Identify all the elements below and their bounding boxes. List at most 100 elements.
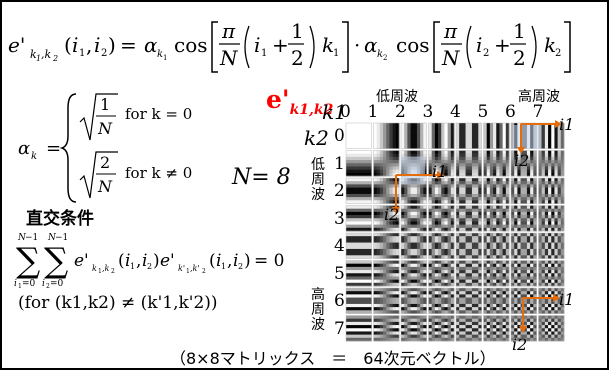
svg-text:1: 1 [221, 262, 226, 271]
i1-label-bottom-text: i1 [559, 290, 575, 309]
svg-text:∑: ∑ [44, 241, 68, 281]
alpha-case-zero: for k = 0 [125, 105, 193, 123]
svg-text:=: = [46, 138, 61, 159]
k1-tick-4: 4 [450, 102, 461, 122]
basis-cell [400, 260, 427, 287]
svg-text:k: k [544, 33, 556, 57]
svg-text:cos: cos [396, 33, 430, 57]
basis-cell [428, 177, 455, 204]
svg-text:i: i [42, 279, 45, 289]
i2-label-top: i2 [514, 151, 529, 170]
arrowhead-i2-bottom [519, 326, 527, 333]
svg-text:1: 1 [163, 54, 167, 62]
basis-cell [455, 287, 482, 314]
basis-cell [345, 205, 372, 232]
basis-cell [373, 177, 400, 204]
basis-cell [428, 205, 455, 232]
svg-text:,k': ,k' [190, 264, 200, 273]
svg-text:1: 1 [18, 283, 22, 290]
basis-cell [510, 150, 537, 177]
basis-cell [345, 232, 372, 259]
basis-cell [483, 177, 510, 204]
svg-text:1: 1 [333, 48, 339, 59]
k2-axis-label: k2 [304, 126, 329, 150]
i1-label-cell: i1 [432, 162, 447, 181]
k1-tick-0: 0 [340, 102, 351, 122]
svg-text:1: 1 [186, 268, 190, 275]
svg-text:2: 2 [101, 48, 107, 59]
basis-cell [510, 260, 537, 287]
svg-text:1: 1 [100, 95, 110, 114]
basis-cell [455, 177, 482, 204]
svg-text:): ) [153, 251, 160, 271]
k2-tick-5: 5 [334, 263, 345, 284]
basis-cell [455, 150, 482, 177]
svg-text:k: k [157, 49, 163, 60]
svg-text:α: α [18, 138, 30, 159]
k2-tick-3: 3 [334, 208, 345, 229]
basis-cell [483, 232, 510, 259]
svg-text:e': e' [160, 251, 175, 271]
svg-text:2: 2 [238, 262, 243, 271]
basis-cell [538, 232, 565, 259]
high-freq-top-label: 高周波 [518, 89, 560, 105]
basis-cell [428, 287, 455, 314]
svg-text:k: k [377, 49, 383, 60]
svg-text:1: 1 [98, 268, 102, 275]
basis-cell [510, 315, 537, 342]
svg-text:1: 1 [36, 54, 41, 63]
svg-text:+: + [494, 33, 511, 57]
basis-cell [483, 287, 510, 314]
basis-cell [483, 260, 510, 287]
basis-cell [373, 205, 400, 232]
k1-tick-2: 2 [395, 102, 406, 122]
svg-text:=: = [120, 33, 137, 57]
arrowhead-i1-top [555, 120, 562, 128]
arrowhead-i1-cell [437, 171, 444, 179]
basis-cell [373, 315, 400, 342]
k2-tick-4: 4 [334, 236, 345, 256]
i2-label-bottom: i2 [512, 335, 527, 354]
basis-label-sub: k1,k2 [289, 102, 334, 118]
basis-cell [345, 315, 372, 342]
svg-text:(: ( [64, 33, 72, 57]
high-freq-side-label: 高周波 [311, 287, 325, 333]
low-freq-side-label: 低周波 [311, 157, 325, 203]
cell-highlight-1 [401, 156, 425, 185]
svg-text:α: α [364, 33, 378, 57]
low-freq-top-label: 低周波 [376, 89, 418, 105]
basis-cell [483, 122, 510, 149]
svg-text:e': e' [74, 251, 89, 271]
basis-cell [483, 205, 510, 232]
basis-cell [400, 205, 427, 232]
basis-cell [428, 315, 455, 342]
svg-text:= 0: = 0 [254, 251, 284, 271]
arrowhead-i1-bottom [553, 294, 560, 302]
k1-axis-label: k1 [322, 100, 347, 124]
cell-highlight-2 [513, 125, 541, 149]
basis-cell [538, 177, 565, 204]
svg-text:,: , [86, 33, 92, 57]
basis-cell [428, 260, 455, 287]
basis-cell [483, 315, 510, 342]
svg-text:k: k [31, 151, 37, 162]
svg-text:cos: cos [174, 33, 208, 57]
svg-text:k: k [322, 33, 334, 57]
basis-cell [538, 150, 565, 177]
k1-tick-6: 6 [505, 102, 516, 122]
svg-text:N: N [441, 46, 461, 70]
k1-tick-3: 3 [422, 102, 434, 122]
svg-text:2: 2 [52, 54, 58, 63]
svg-text:k: k [30, 48, 37, 61]
i1-label-top-text: i1 [559, 115, 575, 134]
arrowhead-i2-cell [392, 207, 400, 214]
svg-text:π: π [443, 19, 458, 43]
basis-cell [400, 287, 427, 314]
basis-cell [373, 287, 400, 314]
basis-cell [373, 122, 400, 149]
alpha-case-nonzero: for k ≠ 0 [125, 164, 193, 182]
svg-text:2: 2 [100, 153, 110, 172]
svg-text:2: 2 [555, 48, 561, 59]
svg-text:2: 2 [147, 262, 152, 271]
